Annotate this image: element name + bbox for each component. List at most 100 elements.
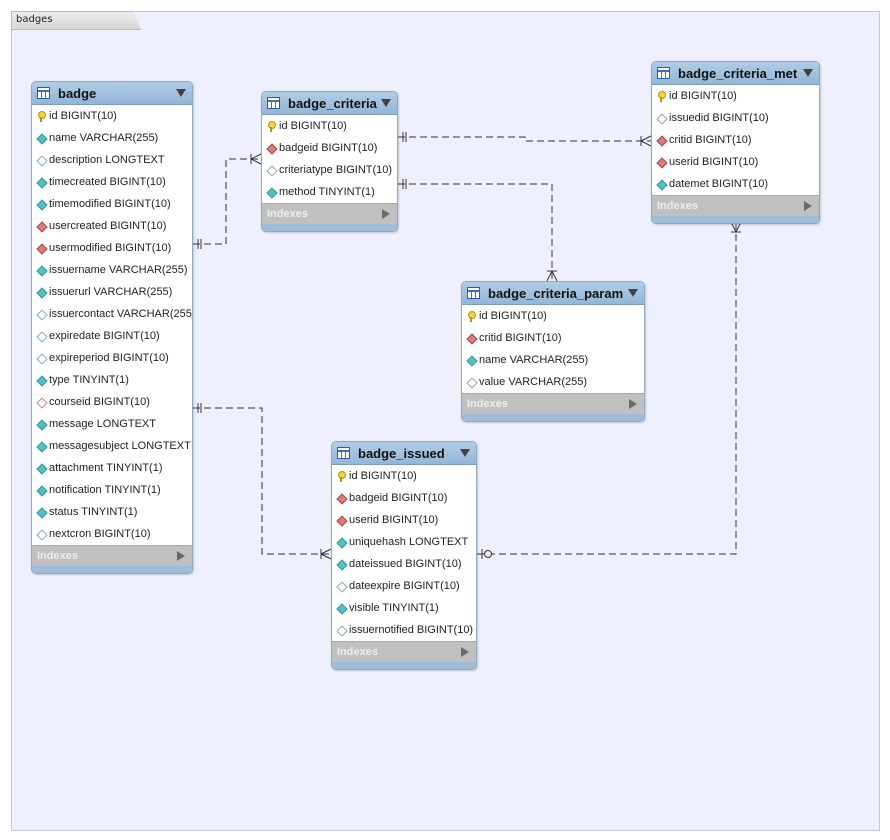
table-header[interactable]: badge <box>32 82 192 105</box>
column-row[interactable]: attachment TINYINT(1) <box>32 457 192 479</box>
column-row[interactable]: description LONGTEXT <box>32 149 192 171</box>
column-row[interactable]: dateexpire BIGINT(10) <box>332 575 476 597</box>
column-label: issuernotified BIGINT(10) <box>349 624 474 636</box>
column-row[interactable]: expireperiod BIGINT(10) <box>32 347 192 369</box>
table-icon <box>37 87 50 99</box>
column-diamond-icon <box>36 507 47 518</box>
column-row[interactable]: usercreated BIGINT(10) <box>32 215 192 237</box>
indexes-section[interactable]: Indexes <box>652 195 819 216</box>
indexes-section[interactable]: Indexes <box>262 203 397 224</box>
column-row[interactable]: dateissued BIGINT(10) <box>332 553 476 575</box>
expand-arrow-icon[interactable] <box>461 647 469 657</box>
collapse-arrow-icon[interactable] <box>460 449 470 457</box>
column-row[interactable]: id BIGINT(10) <box>332 465 476 487</box>
collapse-arrow-icon[interactable] <box>628 289 638 297</box>
column-diamond-icon <box>656 179 667 190</box>
indexes-section[interactable]: Indexes <box>462 393 644 414</box>
table-badge[interactable]: badge id BIGINT(10) name VARCHAR(255)descr… <box>31 81 193 574</box>
column-diamond-icon <box>36 375 47 386</box>
column-row[interactable]: datemet BIGINT(10) <box>652 173 819 195</box>
indexes-section[interactable]: Indexes <box>332 641 476 662</box>
column-row[interactable]: visible TINYINT(1) <box>332 597 476 619</box>
column-row[interactable]: notification TINYINT(1) <box>32 479 192 501</box>
column-label: usermodified BIGINT(10) <box>49 242 172 254</box>
column-row[interactable]: name VARCHAR(255) <box>32 127 192 149</box>
column-row[interactable]: issuedid BIGINT(10) <box>652 107 819 129</box>
table-name: badge_issued <box>358 445 445 461</box>
indexes-label: Indexes <box>267 208 308 220</box>
column-row[interactable]: usermodified BIGINT(10) <box>32 237 192 259</box>
column-row[interactable]: expiredate BIGINT(10) <box>32 325 192 347</box>
table-name: badge_criteria_met <box>678 65 798 81</box>
relationship-badge-badge-issued[interactable] <box>193 403 332 560</box>
relationship-badge-criteria-met[interactable] <box>398 132 652 147</box>
column-label: id BIGINT(10) <box>479 310 547 322</box>
primary-key-icon <box>466 310 477 322</box>
column-row[interactable]: status TINYINT(1) <box>32 501 192 523</box>
column-row[interactable]: userid BIGINT(10) <box>332 509 476 531</box>
column-row[interactable]: issuername VARCHAR(255) <box>32 259 192 281</box>
column-row[interactable]: nextcron BIGINT(10) <box>32 523 192 545</box>
collapse-arrow-icon[interactable] <box>381 99 391 107</box>
column-row[interactable]: id BIGINT(10) <box>462 305 644 327</box>
column-row[interactable]: uniquehash LONGTEXT <box>332 531 476 553</box>
column-row[interactable]: badgeid BIGINT(10) <box>332 487 476 509</box>
column-row[interactable]: timemodified BIGINT(10) <box>32 193 192 215</box>
foreign-key-icon <box>336 493 347 504</box>
column-label: value VARCHAR(255) <box>479 376 588 388</box>
primary-key-icon <box>36 110 47 122</box>
table-icon <box>337 447 350 459</box>
column-label: nextcron BIGINT(10) <box>49 528 151 540</box>
column-label: timemodified BIGINT(10) <box>49 198 171 210</box>
column-row[interactable]: issuernotified BIGINT(10) <box>332 619 476 641</box>
relationship-badge-criteria-param[interactable] <box>398 179 558 282</box>
column-row[interactable]: id BIGINT(10) <box>32 105 192 127</box>
column-label: courseid BIGINT(10) <box>49 396 150 408</box>
column-label: badgeid BIGINT(10) <box>349 492 448 504</box>
indexes-section[interactable]: Indexes <box>32 545 192 566</box>
column-row[interactable]: critid BIGINT(10) <box>462 327 644 349</box>
column-row[interactable]: type TINYINT(1) <box>32 369 192 391</box>
nullable-column-icon <box>466 377 477 388</box>
column-row[interactable]: timecreated BIGINT(10) <box>32 171 192 193</box>
column-label: id BIGINT(10) <box>49 110 117 122</box>
column-row[interactable]: message LONGTEXT <box>32 413 192 435</box>
relationship-badge-badge-criteria[interactable] <box>193 153 262 249</box>
column-row[interactable]: issuerurl VARCHAR(255) <box>32 281 192 303</box>
expand-arrow-icon[interactable] <box>382 209 390 219</box>
column-label: issuercontact VARCHAR(255) <box>49 308 193 320</box>
column-row[interactable]: id BIGINT(10) <box>262 115 397 137</box>
column-label: issuername VARCHAR(255) <box>49 264 188 276</box>
collapse-arrow-icon[interactable] <box>803 69 813 77</box>
column-diamond-icon <box>466 355 477 366</box>
foreign-key-icon <box>36 243 47 254</box>
column-row[interactable]: id BIGINT(10) <box>652 85 819 107</box>
column-row[interactable]: critid BIGINT(10) <box>652 129 819 151</box>
relationship-badge-issued-met[interactable] <box>477 221 742 559</box>
nullable-column-icon <box>36 353 47 364</box>
expand-arrow-icon[interactable] <box>629 399 637 409</box>
column-row[interactable]: issuercontact VARCHAR(255) <box>32 303 192 325</box>
table-header[interactable]: badge_issued <box>332 442 476 465</box>
table-header[interactable]: badge_criteria <box>262 92 397 115</box>
column-row[interactable]: courseid BIGINT(10) <box>32 391 192 413</box>
column-row[interactable]: criteriatype BIGINT(10) <box>262 159 397 181</box>
column-label: usercreated BIGINT(10) <box>49 220 167 232</box>
table-header[interactable]: badge_criteria_param <box>462 282 644 305</box>
column-row[interactable]: value VARCHAR(255) <box>462 371 644 393</box>
collapse-arrow-icon[interactable] <box>176 89 186 97</box>
column-label: message LONGTEXT <box>49 418 156 430</box>
table-header[interactable]: badge_criteria_met <box>652 62 819 85</box>
column-row[interactable]: badgeid BIGINT(10) <box>262 137 397 159</box>
column-row[interactable]: name VARCHAR(255) <box>462 349 644 371</box>
column-label: method TINYINT(1) <box>279 186 375 198</box>
column-row[interactable]: messagesubject LONGTEXT <box>32 435 192 457</box>
expand-arrow-icon[interactable] <box>177 551 185 561</box>
column-row[interactable]: userid BIGINT(10) <box>652 151 819 173</box>
expand-arrow-icon[interactable] <box>804 201 812 211</box>
column-row[interactable]: method TINYINT(1) <box>262 181 397 203</box>
